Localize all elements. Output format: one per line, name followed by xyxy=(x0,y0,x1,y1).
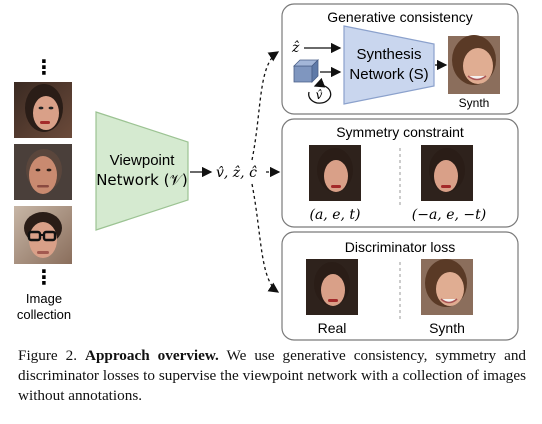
discriminator-synth-face-image xyxy=(421,259,473,315)
top-ellipsis: ⋮ xyxy=(34,55,54,79)
rotation-icon xyxy=(308,77,332,104)
discriminator-synth-label: Synth xyxy=(429,320,465,336)
viewpoint-network-label-line1: Viewpoint xyxy=(110,152,176,169)
z-hat-label: ẑ xyxy=(291,39,300,56)
caption-body: We use generative consistency, symmetry … xyxy=(18,347,527,404)
viewpoint-network-label-line2: Network (𝒱) xyxy=(96,171,188,189)
image-collection-label-line2: collection xyxy=(17,307,71,322)
input-face-image-1 xyxy=(14,82,72,138)
input-face-image-3 xyxy=(14,206,72,264)
image-collection-label-line1: Image xyxy=(26,291,62,306)
figure-caption: Figure 2. Approach overview. We use gene… xyxy=(18,346,526,406)
real-label: Real xyxy=(318,320,347,336)
discriminator-loss-title: Discriminator loss xyxy=(345,239,455,255)
symmetry-original-face-image xyxy=(309,145,361,201)
generative-consistency-title: Generative consistency xyxy=(327,9,473,25)
v-hat-label: v̂ xyxy=(316,88,323,102)
input-face-image-2 xyxy=(14,144,72,200)
dashed-arrow-to-generative xyxy=(251,51,280,161)
predicted-outputs-label: v̂, ẑ, ĉ xyxy=(216,164,257,181)
generative-synth-label: Synth xyxy=(459,96,490,110)
synthesis-network-block xyxy=(343,25,435,105)
viewpoint-network-block xyxy=(95,111,189,231)
symmetry-constraint-title: Symmetry constraint xyxy=(336,124,464,140)
bottom-ellipsis: ⋮ xyxy=(34,265,54,289)
symmetry-flipped-params: (−a, e, −t) xyxy=(412,207,486,223)
dashed-arrow-to-discriminator xyxy=(251,183,280,293)
symmetry-original-params: (a, e, t) xyxy=(310,207,361,223)
cube-icon xyxy=(293,59,319,83)
synthesized-face-image xyxy=(448,35,500,94)
synthesis-network-label-line2: Network (S) xyxy=(349,66,428,83)
real-face-image xyxy=(306,259,358,315)
synthesis-network-label-line1: Synthesis xyxy=(356,46,421,63)
symmetry-flipped-face-image xyxy=(421,145,473,201)
caption-figure-number: Figure 2. xyxy=(18,347,78,364)
caption-bold-title: Approach overview. xyxy=(84,347,219,364)
